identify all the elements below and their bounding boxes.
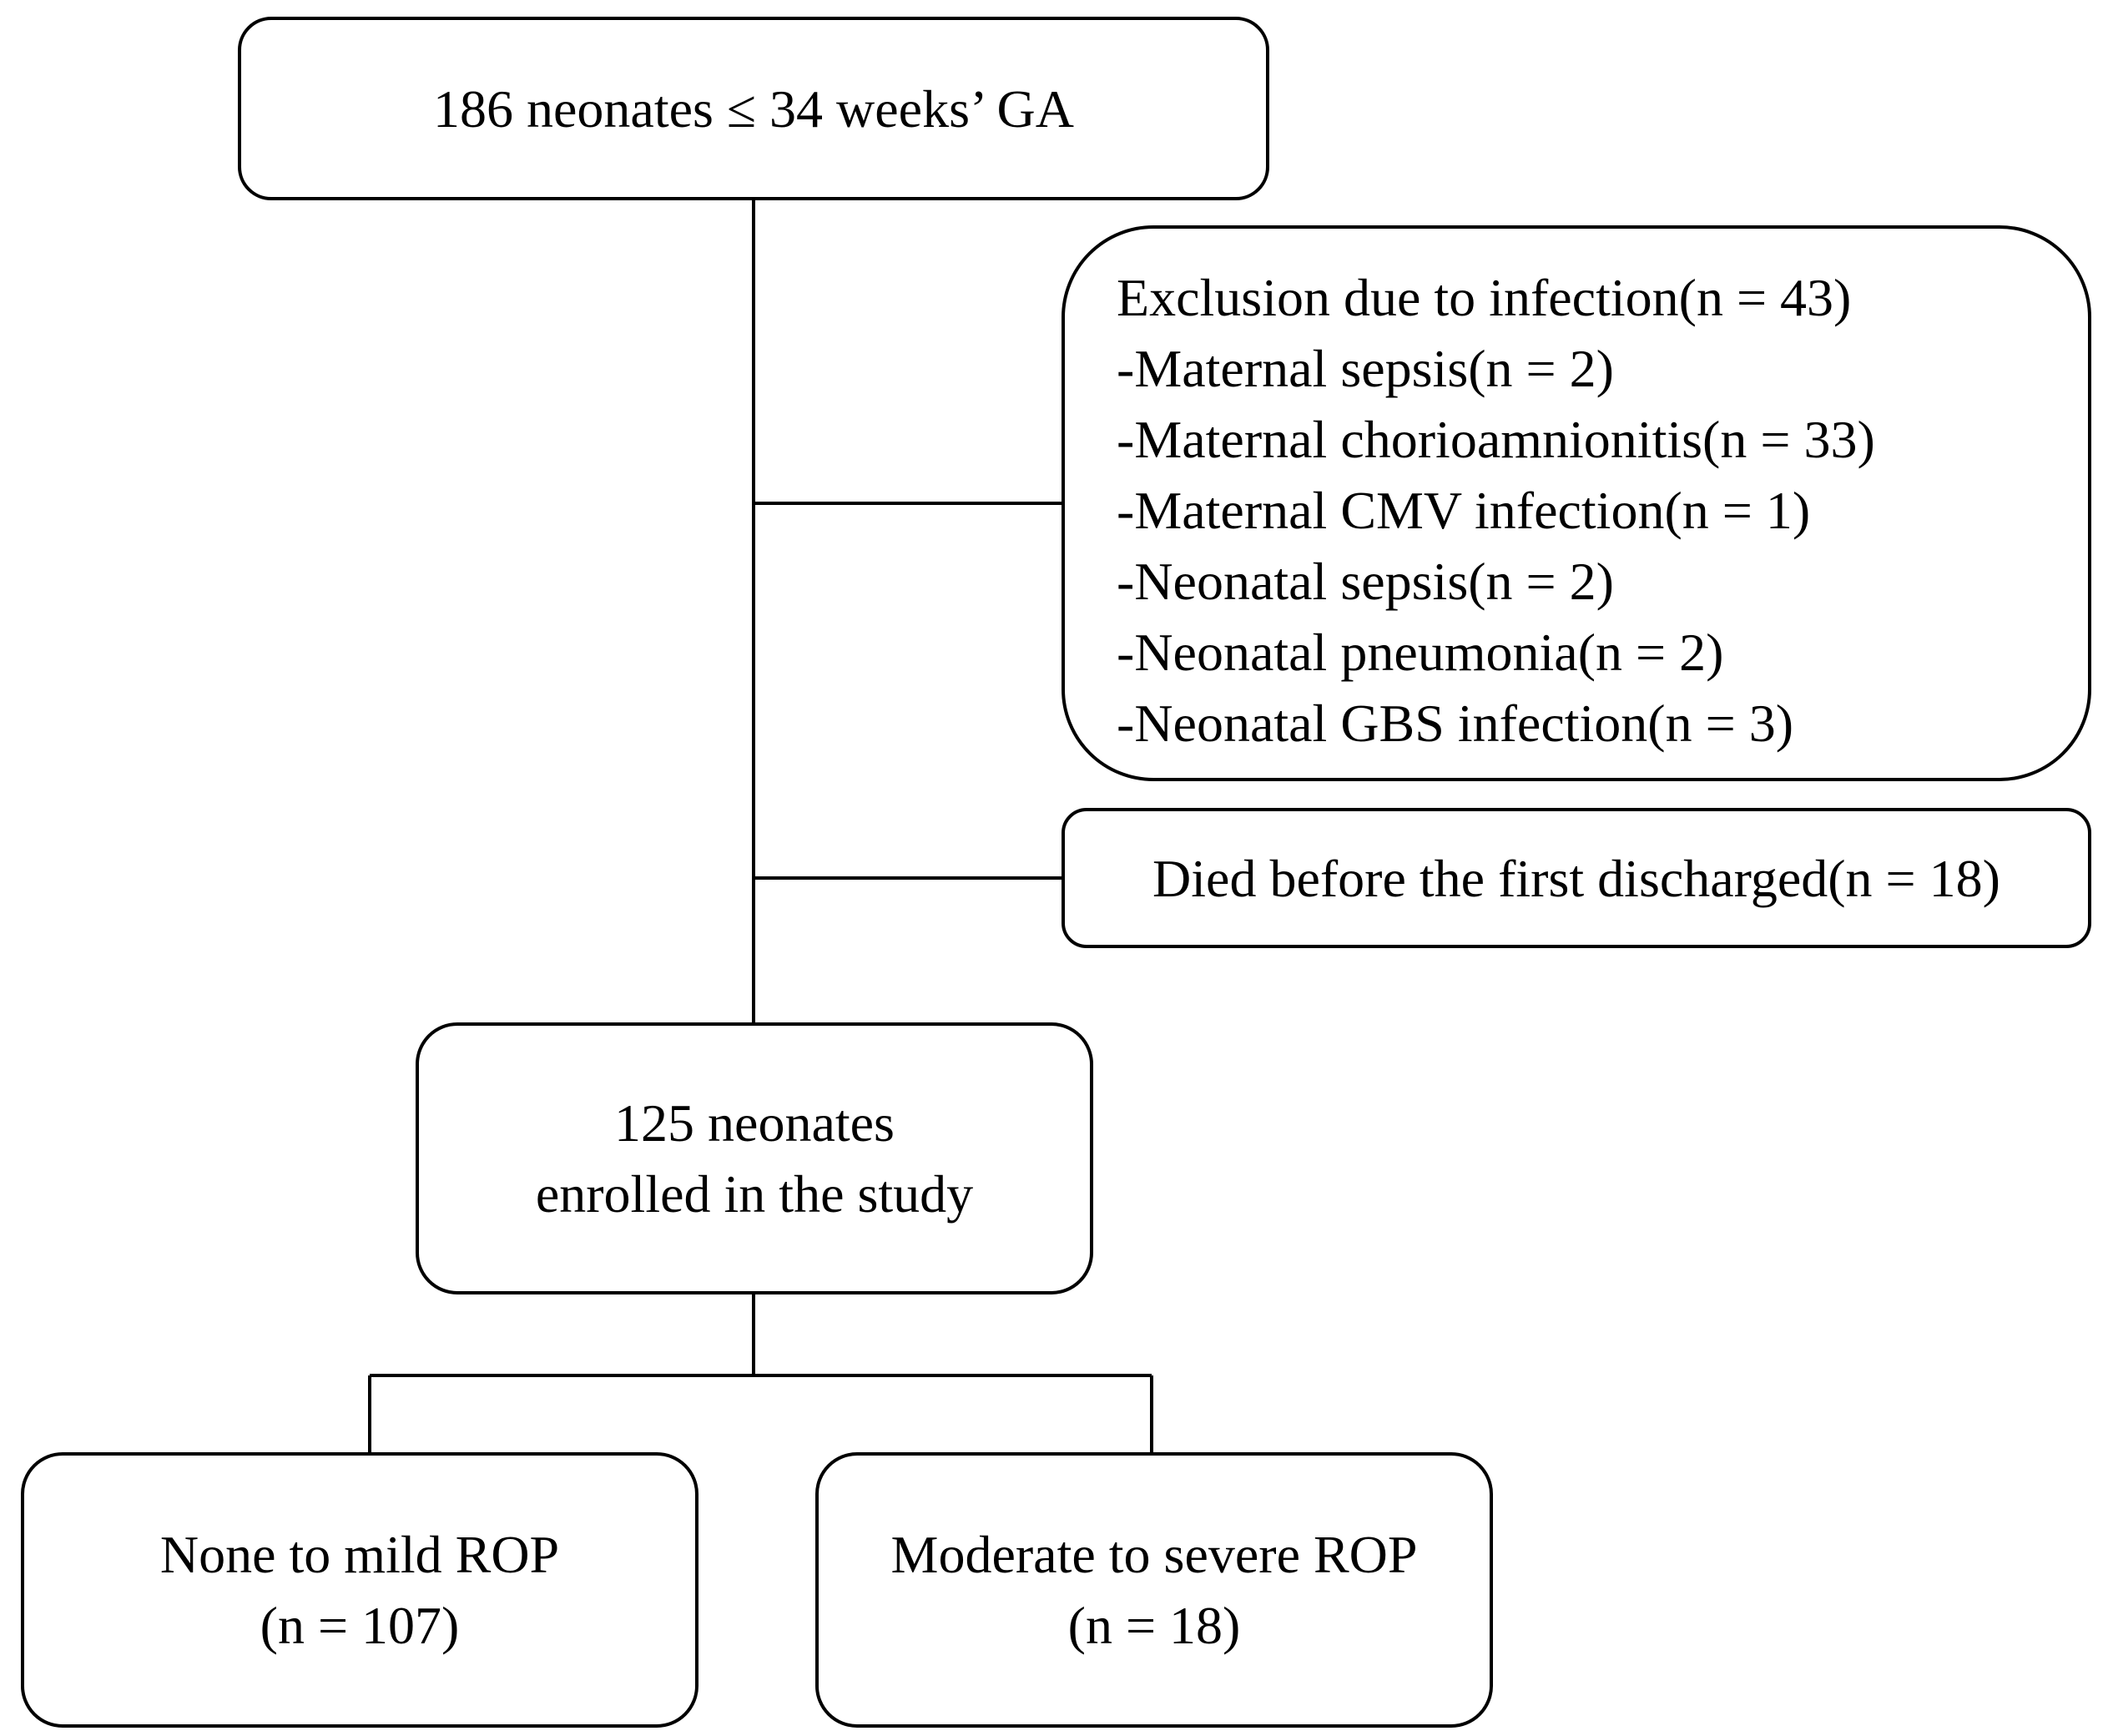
mild-rop-label: None to mild ROP [159, 1525, 560, 1584]
enrolled-count: 125 neonates [614, 1093, 895, 1153]
severe-rop-count: (n = 18) [1067, 1596, 1241, 1655]
exclusion-item: -Maternal CMV infection(n = 1) [1117, 481, 1811, 540]
mild-rop-count: (n = 107) [260, 1596, 460, 1655]
exclusion-item: -Neonatal pneumonia(n = 2) [1117, 623, 1724, 682]
exclusion-item: -Neonatal sepsis(n = 2) [1117, 552, 1614, 611]
exclusion-box: Exclusion due to infection(n = 43) -Mate… [1062, 225, 2091, 781]
exclusion-item: -Maternal sepsis(n = 2) [1117, 339, 1614, 398]
mild-rop-box: None to mild ROP (n = 107) [21, 1452, 698, 1728]
severe-rop-box: Moderate to severe ROP (n = 18) [815, 1452, 1493, 1728]
exclusion-item: -Maternal chorioamnionitis(n = 33) [1117, 410, 1875, 469]
enrolled-box: 125 neonates enrolled in the study [416, 1022, 1093, 1294]
severe-rop-label: Moderate to severe ROP [890, 1525, 1418, 1584]
died-label: Died before the first discharged(n = 18) [1152, 848, 2000, 908]
enrolled-description: enrolled in the study [535, 1164, 974, 1224]
died-box: Died before the first discharged(n = 18) [1062, 808, 2091, 948]
exclusion-heading: Exclusion due to infection(n = 43) [1117, 268, 1852, 327]
start-label: 186 neonates ≤ 34 weeks’ GA [433, 78, 1074, 139]
exclusion-item: -Neonatal GBS infection(n = 3) [1117, 694, 1793, 753]
start-box: 186 neonates ≤ 34 weeks’ GA [238, 17, 1269, 200]
